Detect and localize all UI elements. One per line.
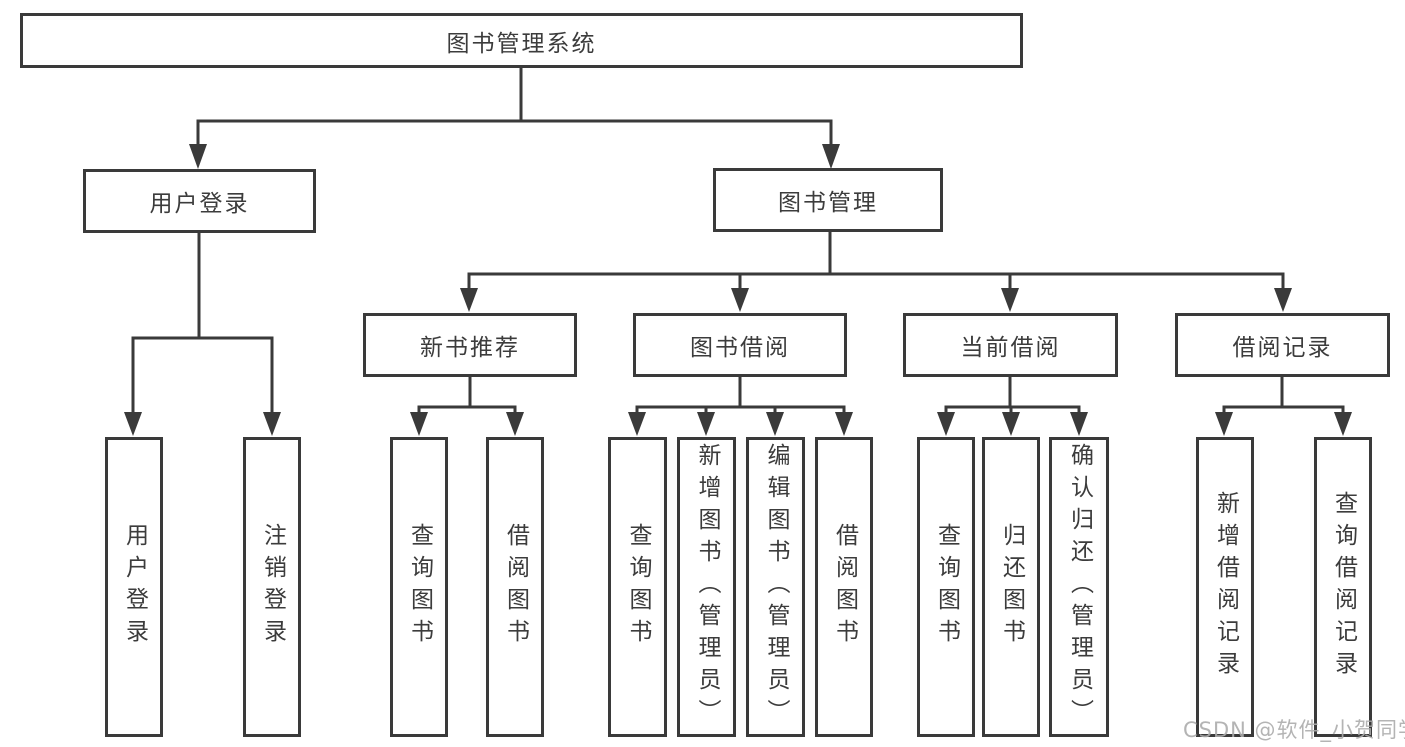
- node-leaf-borrow-books-1-label: 借阅图书: [502, 523, 529, 651]
- node-borrowing-records-label: 借阅记录: [1232, 335, 1333, 361]
- node-leaf-query-books-3: 查询图书: [917, 437, 975, 737]
- node-leaf-query-books-1: 查询图书: [390, 437, 448, 737]
- node-leaf-query-books-2: 查询图书: [608, 437, 667, 737]
- node-borrowing-records: 借阅记录: [1175, 313, 1390, 377]
- csdn-watermark: CSDN @软件_小贺同学: [1183, 718, 1405, 742]
- node-leaf-logout-label: 注销登录: [259, 523, 286, 651]
- book-borrowing-connectors: [628, 375, 853, 436]
- node-leaf-user-login: 用户登录: [105, 437, 163, 737]
- node-book-management: 图书管理: [713, 168, 943, 232]
- node-book-management-label: 图书管理: [778, 190, 878, 216]
- node-leaf-borrow-books-2: 借阅图书: [815, 437, 873, 737]
- node-leaf-edit-book-admin: 编辑图书（管理员）: [746, 437, 805, 737]
- level1-connectors: [189, 67, 840, 169]
- node-current-borrowing-label: 当前借阅: [960, 335, 1061, 361]
- node-leaf-confirm-return-admin: 确认归还（管理员）: [1049, 437, 1109, 737]
- node-new-book-recommend-label: 新书推荐: [420, 335, 520, 361]
- node-leaf-add-book-admin: 新增图书（管理员）: [677, 437, 736, 737]
- node-leaf-query-books-3-label: 查询图书: [933, 523, 960, 651]
- node-leaf-user-login-label: 用户登录: [121, 523, 148, 651]
- node-leaf-confirm-return-admin-label: 确认归还（管理员）: [1066, 443, 1093, 731]
- node-current-borrowing: 当前借阅: [903, 313, 1118, 377]
- node-new-book-recommend: 新书推荐: [363, 313, 577, 377]
- node-user-login-label: 用户登录: [149, 191, 250, 217]
- node-root-system-label: 图书管理系统: [446, 30, 597, 57]
- node-leaf-query-borrow-record-label: 查询借阅记录: [1330, 491, 1357, 683]
- borrowing-records-connectors: [1215, 375, 1352, 436]
- node-leaf-query-borrow-record: 查询借阅记录: [1314, 437, 1372, 737]
- node-leaf-borrow-books-1: 借阅图书: [486, 437, 544, 737]
- node-root-system: 图书管理系统: [20, 13, 1023, 68]
- book-management-connectors: [460, 231, 1292, 312]
- user-login-connectors: [124, 231, 281, 436]
- node-book-borrowing-label: 图书借阅: [690, 335, 790, 361]
- node-leaf-borrow-books-2-label: 借阅图书: [831, 523, 858, 651]
- node-leaf-add-borrow-record-label: 新增借阅记录: [1212, 491, 1239, 683]
- node-book-borrowing: 图书借阅: [633, 313, 847, 377]
- node-leaf-add-borrow-record: 新增借阅记录: [1196, 437, 1254, 737]
- node-leaf-logout: 注销登录: [243, 437, 301, 737]
- node-leaf-add-book-admin-label: 新增图书（管理员）: [694, 443, 720, 731]
- node-leaf-return-book-label: 归还图书: [998, 523, 1025, 651]
- node-leaf-return-book: 归还图书: [982, 437, 1040, 737]
- current-borrowing-connectors: [937, 375, 1088, 436]
- node-user-login: 用户登录: [83, 169, 316, 233]
- node-leaf-query-books-2-label: 查询图书: [625, 523, 651, 651]
- node-leaf-query-books-1-label: 查询图书: [406, 523, 433, 651]
- new-book-recommend-connectors: [410, 375, 524, 436]
- node-leaf-edit-book-admin-label: 编辑图书（管理员）: [763, 443, 789, 731]
